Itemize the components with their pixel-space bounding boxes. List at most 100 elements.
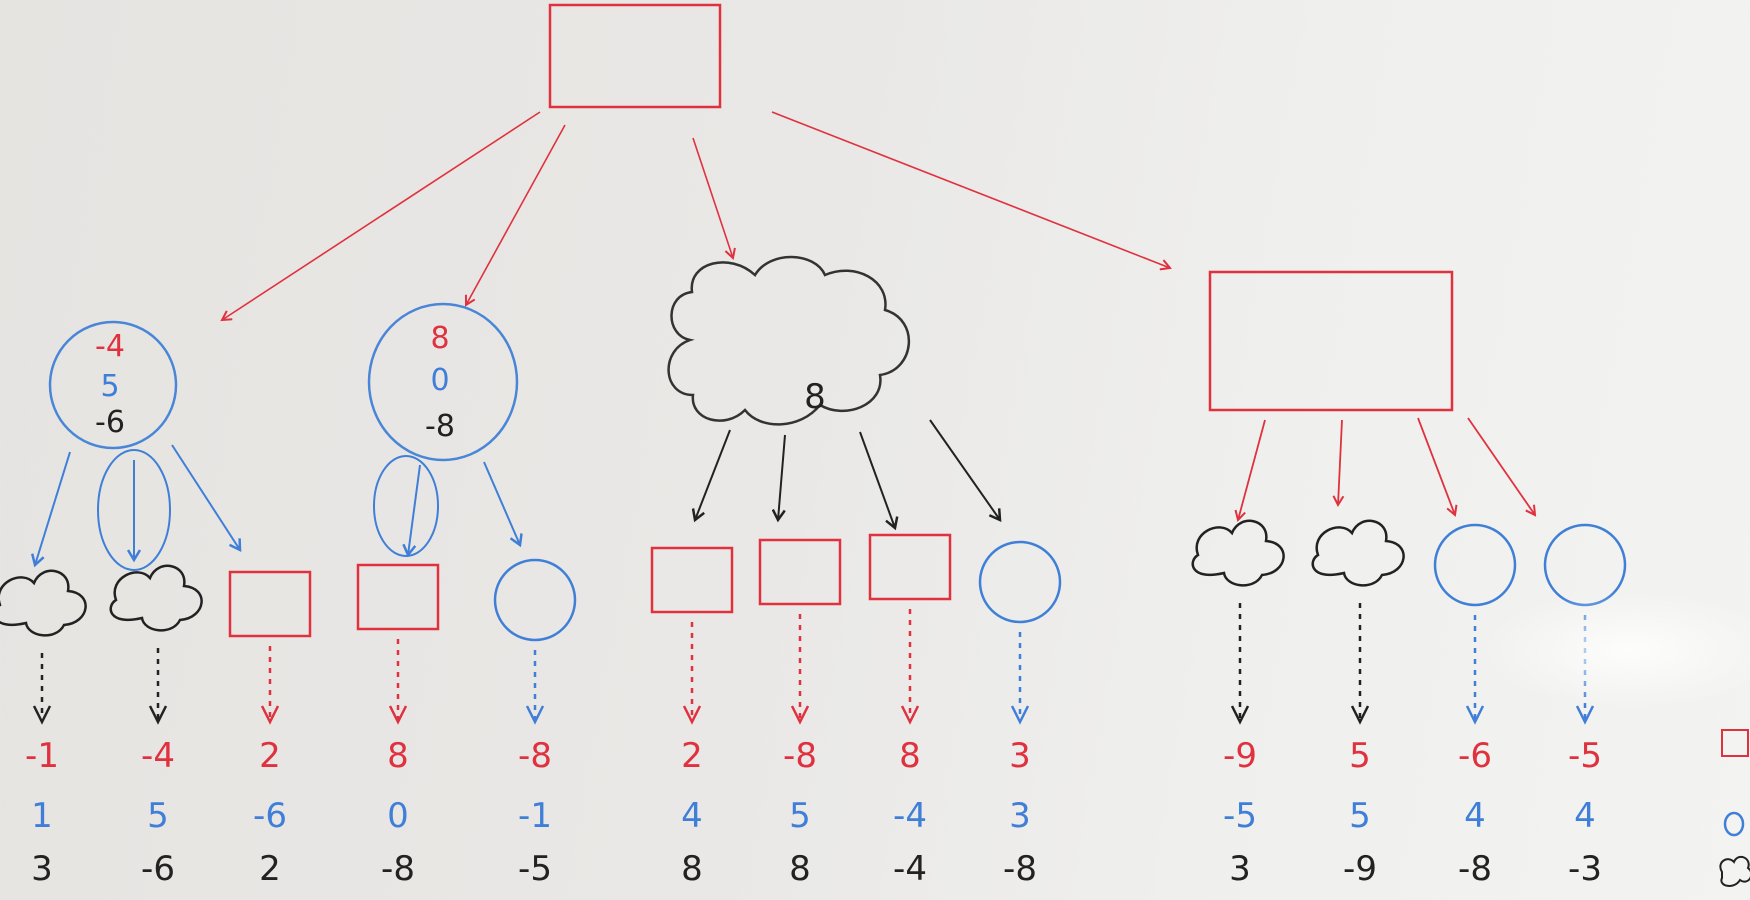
leaf-12-value-2: -3 (1568, 849, 1602, 889)
leaf-0-value-0: -1 (25, 736, 59, 776)
leaf-9-value-0: -9 (1223, 736, 1257, 776)
leaf-11-value-0: -6 (1458, 736, 1492, 776)
leaf-6-arrowhead (790, 705, 810, 725)
leaf-4-value-2: -5 (518, 849, 552, 889)
leaf-3-value-1: 0 (387, 796, 409, 836)
leaf-0-value-1: 1 (31, 796, 53, 836)
leaf-node-4: -8 -1 -5 (493, 558, 577, 889)
leaf-11-value-2: -8 (1458, 849, 1492, 889)
leaf-3-value-2: -8 (381, 849, 415, 889)
leaf-5-value-2: 8 (681, 849, 703, 889)
n4-edges (1238, 417, 1535, 520)
leaf-4-arrowhead (525, 705, 545, 725)
leaf-0-arrowhead (32, 705, 52, 725)
n3-cloud (667, 255, 910, 426)
leaf-7-rectangle (868, 533, 952, 601)
level1-node-n3: 8 (667, 255, 910, 426)
n1-value-0: -4 (95, 329, 125, 364)
leaf-1-value-1: 5 (147, 796, 169, 836)
leaf-2-value-2: 2 (259, 849, 281, 889)
leaf-layer: -113-45-62-6280-8-8-1-5248-8588-4-433-8-… (0, 519, 1627, 889)
leaf-6-rectangle (758, 538, 842, 606)
leaf-5-arrowhead (682, 705, 702, 725)
leaf-12-circle (1543, 523, 1627, 607)
leaf-9-cloud (1191, 519, 1285, 587)
leaf-5-rectangle (650, 546, 734, 614)
leaf-2-rectangle (228, 570, 312, 638)
leaf-1-value-2: -6 (141, 849, 175, 889)
legend-square-icon (1721, 729, 1749, 757)
edge-root-n3 (692, 137, 733, 258)
leaf-6-value-2: 8 (789, 849, 811, 889)
n1-value-2: -6 (95, 405, 125, 440)
n2-edges (373, 455, 520, 556)
leaf-9-arrowhead (1230, 705, 1250, 725)
level1-node-n4 (1208, 270, 1454, 412)
leaf-5-value-0: 2 (681, 736, 703, 776)
leaf-node-12: -5 4 -3 (1543, 523, 1627, 889)
leaf-node-3: 8 0 -8 (356, 563, 440, 889)
leaf-12-value-1: 4 (1574, 796, 1596, 836)
n3-edges (695, 419, 1000, 528)
leaf-8-arrowhead (1010, 705, 1030, 725)
leaf-node-11: -6 4 -8 (1433, 523, 1517, 889)
leaf-7-value-1: -4 (893, 796, 927, 836)
leaf-12-arrowhead (1575, 705, 1595, 725)
leaf-4-value-1: -1 (518, 796, 552, 836)
leaf-node-9: -9 -5 3 (1191, 519, 1285, 889)
leaf-6-value-1: 5 (789, 796, 811, 836)
level1-node-n2: 8 0 -8 (367, 302, 519, 462)
leaf-8-value-2: -8 (1003, 849, 1037, 889)
legend-circle-icon (1723, 811, 1745, 837)
leaf-2-value-0: 2 (259, 736, 281, 776)
leaf-0-value-2: 3 (31, 849, 53, 889)
leaf-1-arrowhead (148, 705, 168, 725)
leaf-10-value-1: 5 (1349, 796, 1371, 836)
leaf-2-arrowhead (260, 705, 280, 725)
edge-root-n1 (222, 111, 541, 320)
leaf-7-arrowhead (900, 705, 920, 725)
leaf-node-8: 3 3 -8 (978, 540, 1062, 889)
leaf-8-value-1: 3 (1009, 796, 1031, 836)
n2-value-0: 8 (430, 321, 449, 356)
legend-fragment (1719, 729, 1750, 887)
leaf-node-7: 8 -4 -4 (868, 533, 952, 889)
n3-value-0: 8 (804, 377, 826, 417)
leaf-9-value-2: 3 (1229, 849, 1251, 889)
n1-value-1: 5 (100, 369, 119, 404)
leaf-node-10: 55-9 (1311, 519, 1405, 889)
leaf-node-1: -4 5 -6 (109, 564, 203, 889)
leaf-0-cloud (0, 569, 87, 637)
n2-value-2: -8 (425, 409, 455, 444)
leaf-8-circle (978, 540, 1062, 624)
leaf-3-value-0: 8 (387, 736, 409, 776)
leaf-8-value-0: 3 (1009, 736, 1031, 776)
leaf-12-value-0: -5 (1568, 736, 1602, 776)
leaf-node-5: 2 4 8 (650, 546, 734, 889)
leaf-7-value-0: 8 (899, 736, 921, 776)
root-node (548, 3, 722, 109)
leaf-5-value-1: 4 (681, 796, 703, 836)
leaf-3-arrowhead (388, 705, 408, 725)
leaf-6-value-0: -8 (783, 736, 817, 776)
n1-edges (35, 444, 240, 571)
leaf-10-arrowhead (1350, 705, 1370, 725)
legend-cloud-icon (1719, 855, 1750, 887)
leaf-1-value-0: -4 (141, 736, 175, 776)
leaf-11-arrowhead (1465, 705, 1485, 725)
leaf-4-value-0: -8 (518, 736, 552, 776)
n2-value-1: 0 (430, 363, 449, 398)
n2-circle (367, 302, 519, 462)
n1-circle (48, 320, 178, 450)
leaf-2-value-1: -6 (253, 796, 287, 836)
edge-root-n4 (771, 111, 1170, 268)
leaf-11-value-1: 4 (1464, 796, 1486, 836)
leaf-9-value-1: -5 (1223, 796, 1257, 836)
leaf-11-circle (1433, 523, 1517, 607)
leaf-7-value-2: -4 (893, 849, 927, 889)
leaf-node-6: -8 5 8 (758, 538, 842, 889)
leaf-4-circle (493, 558, 577, 642)
leaf-node-2: 2 -6 2 (228, 570, 312, 889)
level1-node-n1: -4 5 -6 (48, 320, 178, 450)
